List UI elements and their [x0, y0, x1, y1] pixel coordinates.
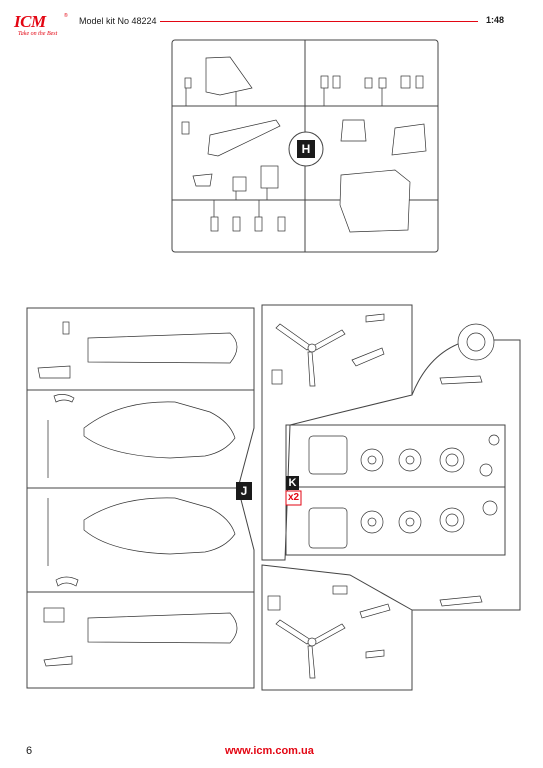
kit-number: Model kit No 48224: [79, 16, 157, 26]
sprue-k-frame: [261, 304, 521, 691]
header-divider: [160, 21, 478, 22]
sprue-j-label: J: [240, 484, 248, 498]
sprue-h-parts: [181, 56, 427, 233]
sprue-k-label: K: [288, 477, 297, 489]
sprue-j-parts: [37, 321, 238, 667]
sprue-k-tag: [285, 476, 302, 506]
sprue-j-tag: [236, 482, 252, 500]
logo-wordmark: ICM: [14, 12, 46, 31]
sprue-k-parts: [267, 313, 500, 679]
scale-label: 1:48: [486, 15, 505, 25]
website-link[interactable]: www.icm.com.ua: [225, 745, 314, 757]
sprue-k-quantity: x2: [287, 492, 300, 503]
sprue-j-frame: [26, 307, 255, 689]
icm-logo: ICM ® Take on the Best: [10, 12, 72, 42]
logo-tagline: Take on the Best: [18, 31, 58, 37]
registered-mark-icon: ®: [64, 13, 68, 19]
page-number: 6: [26, 745, 33, 757]
sprue-h-tag: [288, 131, 324, 167]
sprue-h-label: H: [301, 142, 311, 156]
